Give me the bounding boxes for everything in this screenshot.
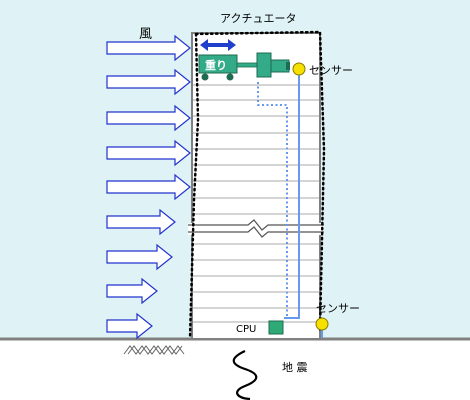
wind-arrow-icon — [106, 277, 158, 305]
wind-arrows — [106, 34, 191, 340]
actuator-label: アクチュエータ — [220, 12, 296, 25]
quake-wave-icon — [232, 350, 258, 400]
earthquake-label: 地 震 — [282, 361, 308, 374]
actuator-cap — [286, 62, 290, 70]
wind-arrow-icon — [106, 208, 176, 236]
wheel-icon — [201, 73, 209, 81]
wind-arrow-icon — [106, 104, 191, 132]
cpu-box — [268, 320, 284, 335]
double-arrow-icon — [200, 39, 236, 51]
building — [188, 32, 324, 340]
wind-arrow-icon — [106, 173, 191, 201]
sway-outline — [188, 30, 326, 340]
wind-arrow-icon — [106, 139, 191, 167]
building-body — [191, 32, 321, 340]
cpu-label: CPU — [236, 324, 256, 335]
sensor-top-icon — [292, 62, 306, 76]
sensor-signal-line — [284, 74, 300, 319]
ground-hatch-icon — [123, 345, 185, 355]
sensor-top-label: センサー — [309, 64, 353, 77]
actuator-rod — [236, 62, 258, 68]
sensor-bottom-label: センサー — [316, 302, 360, 315]
weight-cart — [198, 54, 238, 81]
wind-arrow-icon — [106, 34, 191, 62]
wind-label: 風 — [139, 27, 152, 42]
wheel-icon — [226, 73, 234, 81]
break-mark — [188, 226, 324, 238]
weight-label: 重り — [205, 58, 227, 72]
wind-arrow-icon — [106, 312, 153, 340]
actuator-body — [256, 52, 272, 78]
actuator — [236, 52, 290, 78]
control-signal-line — [257, 82, 288, 318]
wind-arrow-icon — [106, 243, 173, 271]
sensor-bottom-icon — [315, 317, 329, 331]
wind-arrow-icon — [106, 68, 191, 96]
break-mark — [188, 219, 324, 231]
